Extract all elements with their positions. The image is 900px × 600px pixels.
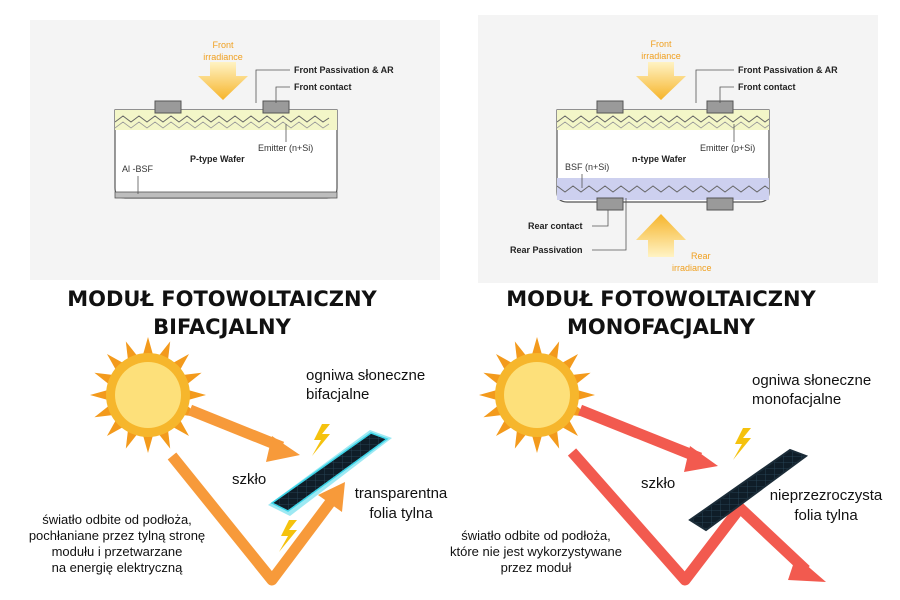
right-glass-label: szkło: [641, 475, 675, 492]
sun-ray: [187, 389, 206, 401]
right-reflected-note-2: które nie jest wykorzystywane: [450, 544, 622, 559]
right-front-contact-label: Front contact: [738, 82, 796, 92]
left-sun-icon: [90, 337, 206, 453]
right-front-contact-1: [596, 100, 624, 114]
right-backsheet-label-2: folia tylna: [794, 507, 858, 524]
left-contact-leader: [275, 86, 290, 103]
right-front-irradiance-label-1: Front: [650, 39, 672, 49]
right-backsheet-label-1: nieprzezroczysta: [770, 487, 883, 504]
left-front-irradiance-arrow: [198, 62, 248, 100]
right-front-irradiance-label-2: irradiance: [641, 51, 681, 61]
left-front-passivation-label: Front Passivation & AR: [294, 65, 394, 75]
right-emitter-label: Emitter (p+Si): [700, 143, 755, 153]
right-rear-irradiance-arrow: [636, 214, 686, 257]
right-front-bolt-icon: [733, 428, 751, 460]
left-cells-label-1: ogniwa słoneczne: [306, 367, 425, 384]
left-module-illustration: ogniwa słoneczne bifacjalne szkło transp…: [29, 337, 448, 586]
right-title-line-1: MODUŁ FOTOWOLTAICZNY: [506, 287, 816, 311]
right-reflected-ray: [567, 448, 810, 586]
right-rear-irradiance-label-1: Rear: [691, 251, 711, 261]
right-bsf-layer: [557, 178, 769, 200]
right-rear-contact-label: Rear contact: [528, 221, 583, 231]
left-emitter-label: Emitter (n+Si): [258, 143, 313, 153]
right-rear-passivation-label: Rear Passivation: [510, 245, 583, 255]
left-incident-ray-head: [266, 436, 300, 462]
left-bifacial-panel: [268, 430, 392, 516]
left-wafer-label: P-type Wafer: [190, 154, 245, 164]
left-rear-bolt-icon: [279, 520, 297, 552]
right-reflected-ray-head: [788, 556, 826, 582]
left-reflected-ray-head: [318, 482, 345, 512]
sun-ray: [479, 389, 498, 401]
right-emitter-layer: [557, 110, 769, 130]
right-module-illustration: ogniwa słoneczne monofacjalne szkło niep…: [450, 337, 883, 586]
sun-ray: [90, 389, 109, 401]
left-front-contact-1: [154, 100, 182, 114]
left-front-contact-label: Front contact: [294, 82, 352, 92]
left-reflected-note-2: pochłaniane przez tylną stronę: [29, 528, 205, 543]
left-glass-label: szkło: [232, 471, 266, 488]
right-cells-label-2: monofacjalne: [752, 391, 841, 408]
sun-ray: [531, 434, 543, 453]
right-rear-contact-2: [706, 197, 734, 211]
right-rear-contact-1: [596, 197, 624, 211]
right-rear-irradiance-label-2: irradiance: [672, 263, 712, 273]
left-front-irradiance-label-2: irradiance: [203, 52, 243, 62]
right-monofacial-panel: [688, 448, 809, 532]
right-front-passivation-label: Front Passivation & AR: [738, 65, 838, 75]
left-passivation-leader: [255, 69, 290, 103]
sun-ray: [531, 337, 543, 356]
left-reflected-note-1: światło odbite od podłoża,: [42, 512, 192, 527]
right-bsf-label: BSF (n+Si): [565, 162, 609, 172]
left-bsf-label: Al -BSF: [122, 164, 154, 174]
left-incident-ray: [187, 404, 285, 453]
sun-ray: [142, 434, 154, 453]
sun-ray: [142, 337, 154, 356]
left-backsheet-label-2: folia tylna: [369, 505, 433, 522]
left-title-line-1: MODUŁ FOTOWOLTAICZNY: [67, 287, 377, 311]
left-texture-zigzag-2: [114, 121, 330, 129]
right-reflected-note-3: przez moduł: [501, 560, 572, 575]
right-incident-ray: [577, 404, 703, 464]
right-texture-zigzag-2: [556, 121, 770, 129]
right-contact-leader: [719, 86, 734, 103]
right-rear-contact-leader: [592, 210, 609, 227]
right-texture-zigzag: [556, 115, 770, 123]
left-emitter-layer: [115, 110, 337, 130]
right-rear-zigzag: [556, 185, 770, 193]
right-front-irradiance-arrow: [636, 62, 686, 100]
right-title-line-2: MONOFACJALNY: [567, 315, 756, 339]
left-reflected-ray: [167, 452, 337, 586]
right-reflected-note-1: światło odbite od podłoża,: [461, 528, 611, 543]
right-sun-icon: [479, 337, 595, 453]
left-reflected-note-3: modułu i przetwarzane: [52, 544, 183, 559]
left-cell-diagram: Front irradiance Front Passivation & AR …: [30, 20, 440, 280]
sun-ray: [576, 389, 595, 401]
right-cell-diagram: Front irradiance Rear irradiance Front P…: [478, 15, 878, 283]
right-rear-passivation-leader: [592, 198, 627, 251]
right-cells-label-1: ogniwa słoneczne: [752, 372, 871, 389]
right-wafer-label: n-type Wafer: [632, 154, 687, 164]
left-reflected-note-4: na energię elektryczną: [52, 560, 184, 575]
right-passivation-leader: [695, 69, 734, 103]
left-cells-label-2: bifacjalne: [306, 386, 369, 403]
left-texture-zigzag: [114, 115, 330, 123]
right-incident-ray-head: [684, 446, 718, 472]
left-front-irradiance-label-1: Front: [212, 40, 234, 50]
left-front-bolt-icon: [312, 424, 330, 456]
left-backsheet-label-1: transparentna: [355, 485, 448, 502]
left-al-bsf-layer: [114, 191, 338, 199]
left-title-line-2: BIFACJALNY: [153, 315, 291, 339]
